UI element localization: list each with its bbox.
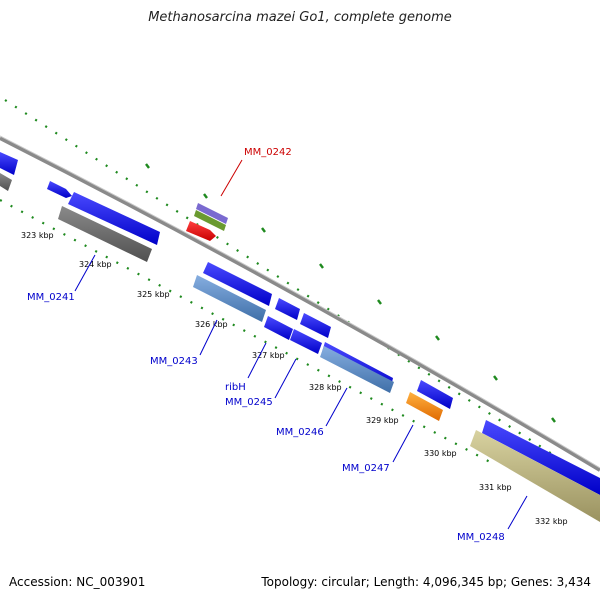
gene-arrow [406,392,443,421]
tick-labels: 323 kbp 324 kbp 325 kbp 326 kbp 327 kbp … [21,231,568,526]
gene-label-mm0241: MM_0241 [27,292,75,303]
tick-label: 324 kbp [79,260,112,269]
gene-arrow [47,181,72,198]
tick-label: 329 kbp [366,416,399,425]
gene-label-mm0242: MM_0242 [244,147,292,158]
tick-label: 332 kbp [535,517,568,526]
tick-label: 325 kbp [137,290,170,299]
gene-label-ribh: ribH [225,382,246,393]
gene-arrow [470,430,600,522]
gene-arrow [290,329,322,354]
gene-arrow [417,380,453,409]
gene-arrow [275,298,300,320]
gene-arrow [186,221,216,241]
gene-label-mm0246: MM_0246 [276,427,324,438]
tick-label: 330 kbp [424,449,457,458]
genes-reverse [0,173,600,522]
tick-label: 331 kbp [479,483,512,492]
gene-arrow [0,173,12,191]
genome-backbone [0,136,600,472]
map-title: Methanosarcina mazei Go1, complete genom… [148,10,452,25]
genes-forward [0,152,600,495]
gene-label-mm0247: MM_0247 [342,463,390,474]
tick-label: 323 kbp [21,231,54,240]
gene-arrow [196,203,228,224]
genome-summary-text: Topology: circular; Length: 4,096,345 bp… [261,575,591,589]
genome-backbone-highlight [0,135,600,469]
tick-label: 327 kbp [252,351,285,360]
gene-arrow [264,316,293,340]
gene-arrow [0,152,18,175]
gene-arrow [58,206,152,262]
gene-label-mm0245: MM_0245 [225,397,273,408]
tick-label: 328 kbp [309,383,342,392]
gene-arrow [320,346,394,393]
label-leaders [74,159,528,530]
gene-arrow [300,313,331,338]
inner-tick-track [0,199,491,463]
gene-labels: MM_0242 MM_0241 MM_0243 ribH MM_0245 MM_… [27,147,505,543]
accession-text: Accession: NC_003901 [9,575,146,589]
outer-tick-marks [145,163,556,423]
gene-label-mm0248: MM_0248 [457,532,505,543]
gene-arrow [194,210,226,231]
gene-arrow [193,275,266,322]
gene-arrow [68,192,160,245]
gene-arrow [482,420,600,495]
gene-label-mm0243: MM_0243 [150,356,198,367]
gene-arrow [203,262,272,306]
tick-label: 326 kbp [195,320,228,329]
